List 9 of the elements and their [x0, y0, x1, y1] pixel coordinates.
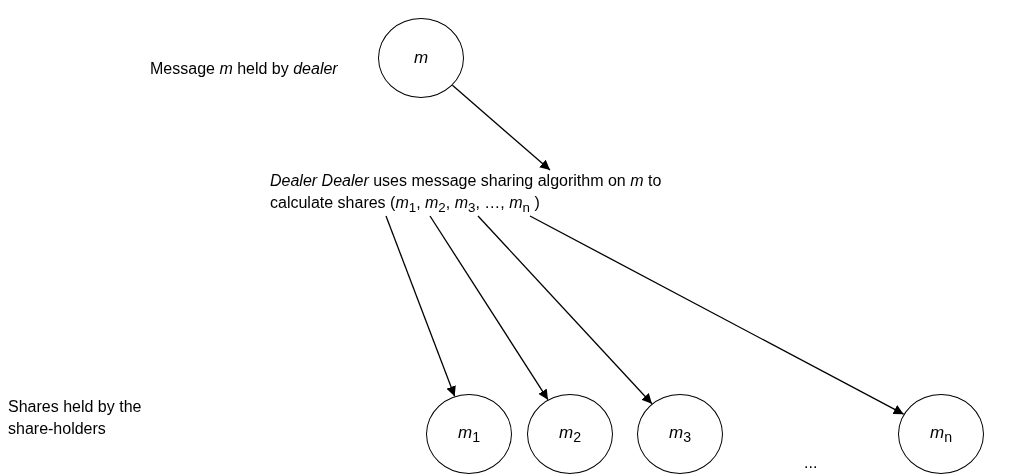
description-text: Dealer Dealer uses message sharing algorithm on m to calculate shares (m$_{1}$, m$_{2}$, m$_{3}$, …, m$_{n}$ )	[270, 170, 670, 220]
caption-text: Message m held by dealer	[150, 59, 339, 79]
caption-text: Shares held by the share-holders	[8, 397, 143, 439]
arrow	[529, 215, 905, 415]
arrow	[477, 215, 653, 405]
arrow	[429, 215, 549, 401]
ellipsis-text: ...	[804, 453, 819, 473]
arrow	[385, 215, 456, 397]
arrow	[451, 84, 551, 171]
